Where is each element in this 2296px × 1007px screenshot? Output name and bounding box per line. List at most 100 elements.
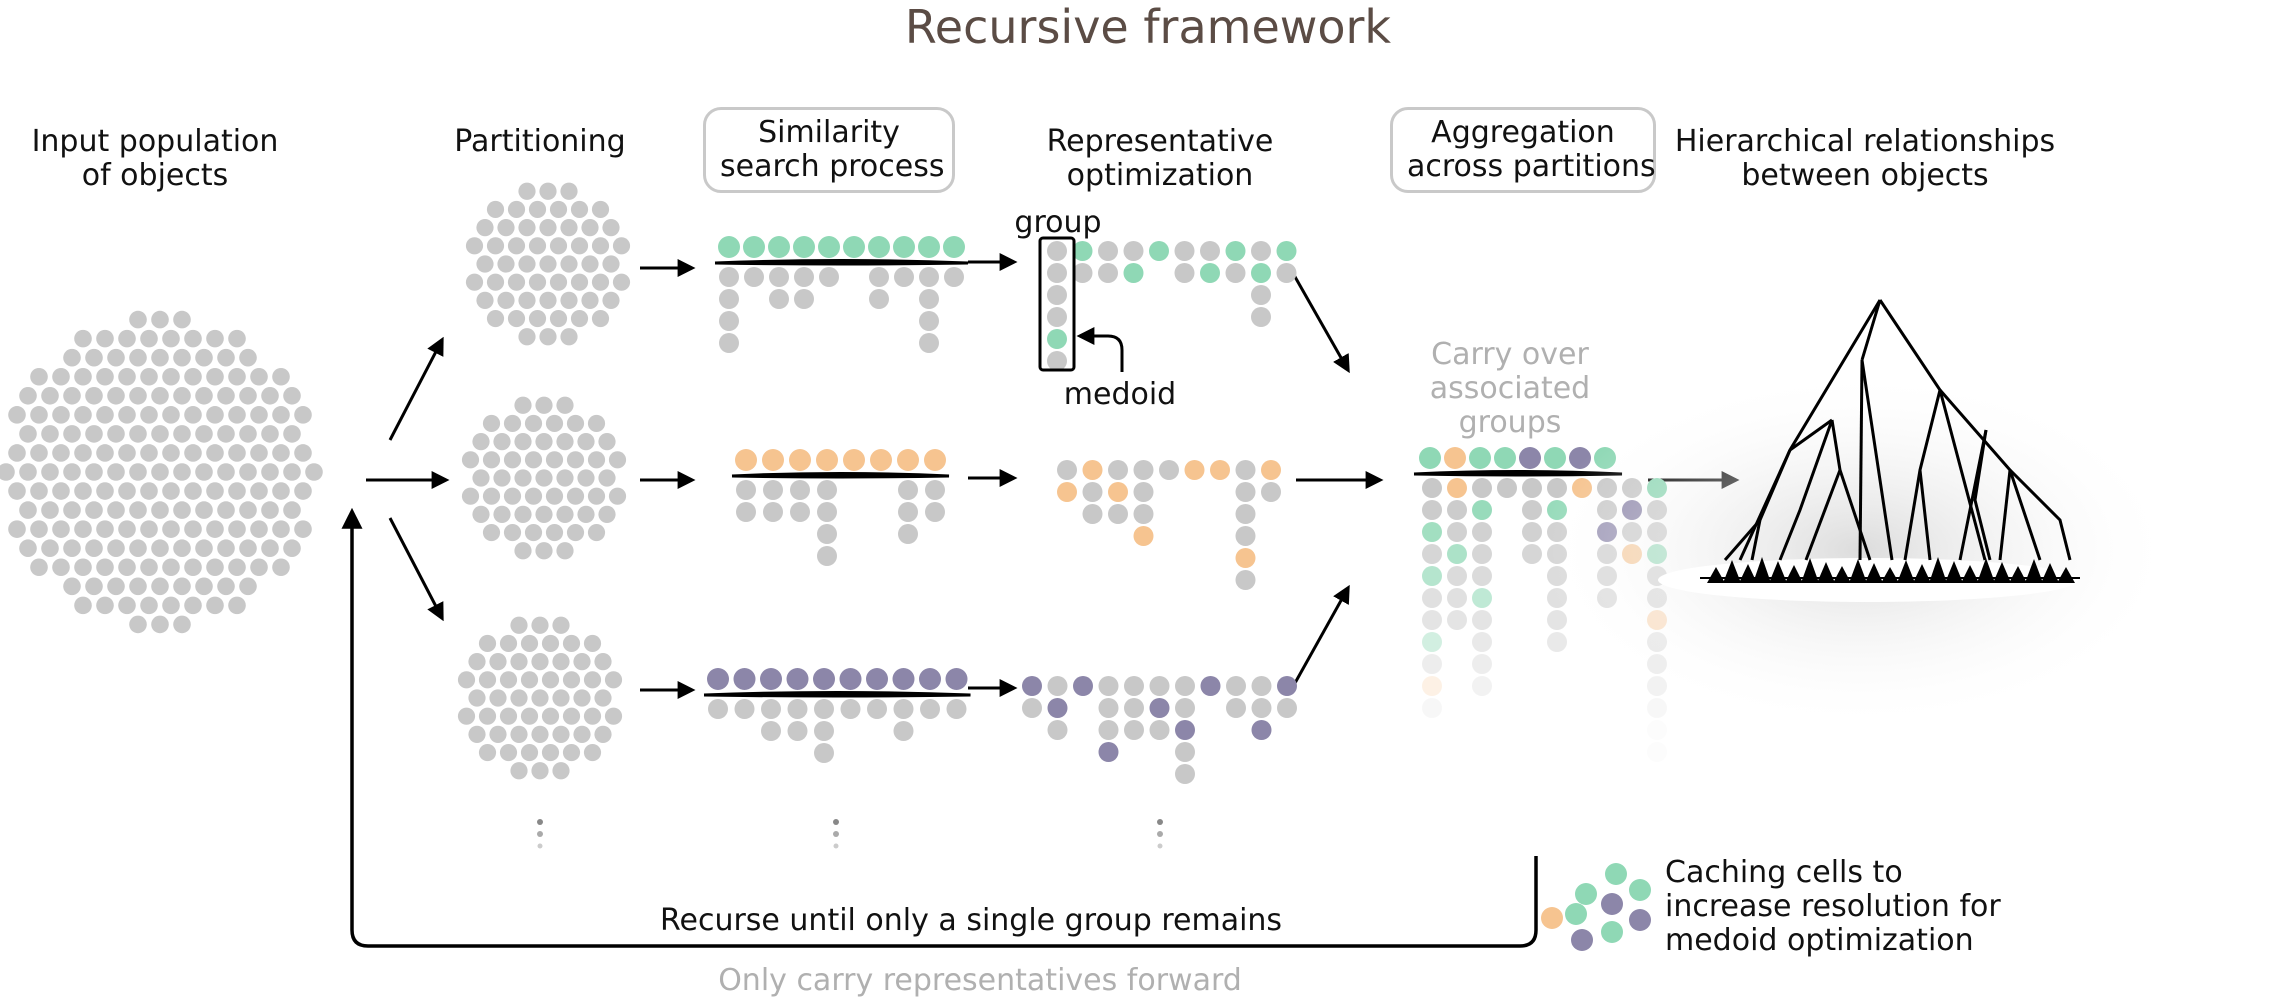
hierarchy-branch — [2008, 468, 2072, 561]
aggregation-member — [1422, 588, 1442, 608]
carry-over-line3: groups — [1458, 405, 1562, 440]
population-dot — [8, 444, 26, 462]
population-dot — [195, 386, 213, 405]
partition-dot — [472, 505, 490, 523]
aggregation-member — [1422, 610, 1442, 630]
header-partitioning-line1: Partitioning — [454, 124, 626, 159]
similarity-group-2-member — [790, 480, 810, 500]
similarity-group-1-representative — [893, 236, 915, 258]
population-dot — [41, 539, 59, 558]
similarity-group-3-representative — [945, 668, 968, 690]
representative-group-1-member — [1098, 241, 1118, 261]
representative-group-3-member — [1124, 720, 1144, 740]
population-dot — [8, 482, 26, 500]
legend-dot — [1629, 909, 1651, 931]
population-dot — [52, 444, 70, 462]
partition-dot — [556, 433, 574, 451]
similarity-group-1-member — [769, 267, 789, 287]
carry-forward-label: Only carry representatives forward — [718, 963, 1242, 998]
similarity-group-3-member — [920, 699, 940, 719]
partition-dot — [549, 273, 568, 291]
aggregation-member — [1422, 676, 1442, 696]
header-hierarchical-line1: Hierarchical relationships — [1674, 124, 2056, 159]
similarity-group-2-member — [925, 502, 945, 522]
aggregation-representative — [1469, 447, 1491, 469]
population-dot — [283, 463, 301, 481]
population-dot — [195, 348, 213, 367]
partition-dot — [587, 451, 606, 469]
population-dot — [19, 425, 37, 443]
partition-dot — [497, 255, 515, 273]
partition-dot — [594, 689, 612, 707]
partition-dot — [482, 487, 501, 505]
similarity-group-3-member — [867, 699, 887, 719]
header-hierarchical-relationships: Hierarchical relationships between objec… — [1640, 125, 2090, 193]
aggregation-member — [1447, 566, 1467, 586]
hierarchy-leaf — [1801, 558, 1819, 583]
header-representative-line1: Representative — [1046, 124, 1274, 159]
legend-dot — [1565, 903, 1587, 925]
partition-dot — [457, 707, 476, 725]
aggregation-member — [1472, 522, 1492, 542]
partition-dot — [570, 237, 589, 255]
representative-group-2-member — [1235, 570, 1256, 590]
partition-dot — [539, 255, 557, 273]
similarity-group-3-underline — [703, 691, 971, 698]
population-dot — [52, 520, 70, 538]
partition-dot — [545, 451, 564, 469]
aggregation-member — [1497, 478, 1517, 498]
header-similarity-line1: Similarity — [758, 115, 900, 150]
similarity-group-1-representative — [768, 236, 790, 258]
partition-dot — [510, 762, 528, 780]
partition-dot — [476, 291, 494, 309]
aggregation-member — [1522, 478, 1542, 498]
population-dot — [118, 406, 136, 424]
aggregation-representative — [1494, 447, 1516, 469]
partition-dot — [602, 291, 620, 309]
aggregation-member — [1447, 544, 1467, 564]
partition-dot — [556, 396, 574, 414]
partition-dot — [482, 451, 501, 469]
population-dot — [239, 386, 257, 405]
header-hierarchical-line2: between objects — [1741, 158, 1989, 193]
partition-dot — [514, 433, 532, 451]
partition-dot — [562, 634, 581, 653]
aggregation-member — [1447, 500, 1467, 520]
partition-dot — [528, 237, 547, 255]
population-dot — [151, 577, 169, 596]
partition-dot — [604, 707, 623, 725]
representative-group-3-member — [1251, 676, 1272, 696]
population-dot — [30, 558, 48, 577]
aggregation-member — [1472, 544, 1492, 564]
similarity-group-3-representative — [919, 668, 941, 690]
similarity-group-2-member — [790, 502, 810, 522]
representative-group-2-member — [1235, 482, 1256, 502]
similarity-group-2-representative — [762, 449, 784, 471]
aggregation-member — [1472, 676, 1492, 696]
medoid-label: medoid — [1063, 377, 1177, 412]
population-dot — [63, 425, 81, 443]
representative-group-3-member — [1047, 720, 1068, 740]
representative-group-1-member — [1047, 241, 1067, 261]
aggregation-member — [1422, 544, 1442, 564]
representative-group-1-medoid — [1225, 241, 1246, 261]
representative-group-2-medoid — [1210, 460, 1230, 480]
group-highlight-box — [1038, 236, 1076, 372]
representative-group-2-member — [1235, 460, 1256, 480]
arrow-to-partition-3 — [388, 517, 444, 622]
partition-dot — [497, 291, 515, 309]
partition-dot — [545, 487, 564, 505]
partition-dot — [518, 255, 536, 273]
population-dot — [228, 444, 246, 462]
population-dot — [118, 444, 136, 462]
representative-group-3-member — [1098, 698, 1119, 718]
population-dot — [52, 406, 70, 424]
population-dot — [206, 482, 224, 500]
partition-dot — [560, 328, 578, 346]
partition-dot — [531, 689, 549, 707]
representative-group-3-member — [1047, 676, 1068, 696]
partition-dot — [552, 762, 570, 780]
similarity-group-1-member — [719, 267, 739, 287]
partition-dot — [602, 255, 620, 273]
arrow-to-partition-1 — [388, 336, 444, 441]
